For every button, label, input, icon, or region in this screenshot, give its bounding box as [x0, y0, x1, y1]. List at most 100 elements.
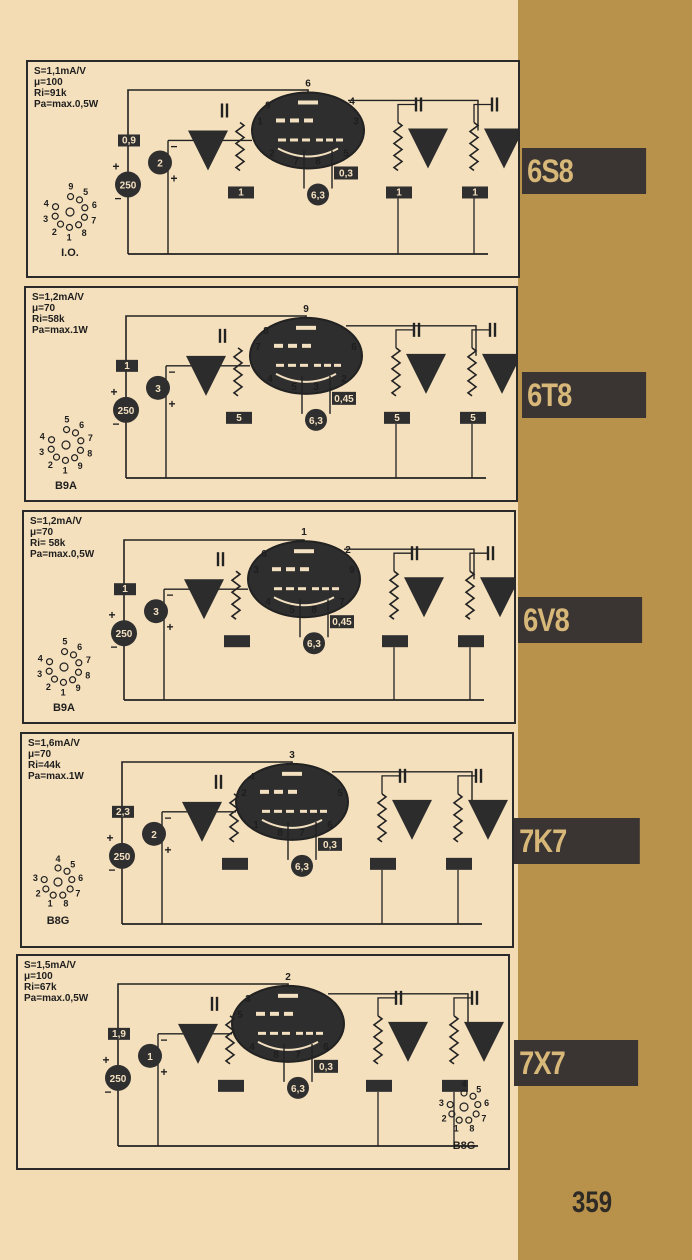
socket-pin-label: 3: [33, 873, 38, 883]
tube-pin-number: 9: [265, 100, 271, 111]
heater-voltage-label: 6,3: [295, 862, 309, 873]
socket-pin-label: 6: [92, 200, 97, 210]
socket-pin-label: 5: [62, 637, 67, 647]
tube-pin-number: 6: [323, 1042, 329, 1053]
heater-voltage-label: 6,3: [307, 639, 321, 650]
heater-voltage: 6,3: [303, 632, 325, 655]
minus-sign: −: [166, 588, 173, 602]
tube-type-label: 7X7: [514, 1040, 639, 1086]
socket-pin-label: 2: [48, 460, 53, 470]
plate-voltage-source: 250: [105, 1064, 131, 1091]
socket-pin: [448, 1110, 456, 1118]
tube-pin-number: 1: [301, 527, 307, 538]
load-resistor: [448, 1015, 460, 1065]
heater-current-box: 0,3: [334, 166, 358, 180]
socket-pin: [61, 456, 70, 464]
socket-pin: [80, 213, 89, 221]
tube-pin-number: 8: [263, 326, 269, 337]
tube-pin-number: 2: [241, 788, 247, 799]
socket-pin: [68, 676, 77, 684]
grid-resistor-box: 1,9: [108, 1027, 130, 1040]
heater-current-box-label: 0,45: [332, 617, 352, 628]
load-resistor: [464, 570, 476, 620]
bias-voltage-source: 1: [138, 1043, 162, 1068]
coupling-capacitor: [218, 328, 227, 343]
grid-resistor-box: 0,9: [118, 134, 140, 147]
socket-pin: [51, 212, 59, 220]
wiring: [121, 761, 482, 925]
plate-voltage-source-label: 250: [118, 406, 135, 417]
load-box: [446, 857, 472, 870]
socket-pin-label: 6: [484, 1098, 489, 1108]
tube-pin-number: 4: [249, 772, 255, 783]
plus-sign: +: [160, 1065, 167, 1079]
load-resistor: [372, 1015, 384, 1065]
socket-pin: [71, 429, 80, 437]
socket-pin: [65, 223, 74, 231]
socket-pin-label: 4: [40, 431, 45, 441]
tube-pin-number: 4: [265, 597, 271, 608]
plus-sign: +: [108, 608, 115, 622]
socket-pin: [49, 891, 57, 899]
minus-sign: −: [168, 365, 175, 379]
socket-pin-label: 1: [61, 687, 66, 697]
minus-sign: −: [114, 191, 121, 205]
minus-sign: −: [170, 139, 177, 153]
load-resistor: [466, 347, 478, 397]
heater-current-box: 0,45: [330, 615, 354, 629]
coupling-capacitor: [488, 322, 497, 337]
spec-line: S=1,6mA/V: [28, 738, 80, 749]
load-box-label: 1: [238, 187, 244, 198]
spec-line: Pa=max.1W: [32, 325, 88, 336]
socket-pin: [62, 426, 71, 434]
socket-pin-label: 1: [454, 1124, 459, 1134]
socket-pin: [474, 1100, 482, 1109]
spec-line: Pa=max.0,5W: [34, 99, 99, 110]
amplifier-symbol: [484, 128, 518, 169]
tube-type-label: 7K7: [514, 818, 640, 864]
socket-pin-label: 2: [442, 1113, 447, 1123]
socket-pin: [446, 1100, 454, 1109]
plate-voltage-source-label: 250: [116, 629, 133, 640]
tube-pin-number: 5: [291, 382, 297, 393]
socket-pin: [75, 196, 84, 204]
heater-voltage-label: 6,3: [291, 1084, 305, 1095]
load-box: 1: [228, 186, 254, 199]
socket-pin: [56, 220, 65, 228]
load-box: [366, 1079, 392, 1092]
heater-voltage: 6,3: [307, 183, 329, 206]
load-box: [218, 1079, 244, 1092]
tube-pin-number: 4: [249, 1042, 255, 1053]
spec-line: Ri=67k: [24, 982, 57, 993]
tube-pin-number: 3: [353, 116, 359, 127]
socket-pin-label: 9: [76, 683, 81, 693]
plate-voltage-source: 250: [113, 396, 139, 423]
minus-sign: −: [110, 640, 117, 654]
socket-pin-label: 4: [44, 198, 49, 208]
tube-type-label: 6S8: [522, 148, 647, 194]
spec-line: Ri= 58k: [30, 538, 66, 549]
grid-resistor-box: 1: [116, 359, 138, 372]
socket-pin-label: 8: [87, 449, 92, 459]
plus-sign: +: [110, 385, 117, 399]
spec-line: μ=100: [34, 77, 63, 88]
load-box: 5: [460, 411, 486, 424]
spec-line: Pa=max.0,5W: [24, 993, 89, 1004]
plus-sign: +: [112, 159, 119, 173]
coupling-capacitor: [474, 768, 483, 783]
socket-pin: [74, 668, 83, 676]
bias-voltage-source-label: 2: [151, 830, 157, 841]
coupling-capacitor: [414, 97, 423, 112]
socket-key: [65, 207, 75, 217]
load-resistor: [392, 121, 404, 172]
coupling-capacitor: [216, 552, 225, 567]
tube-pin-number: 5: [337, 788, 343, 799]
amplifier-symbol: [404, 577, 444, 618]
plus-sign: +: [106, 831, 113, 845]
minus-sign: −: [160, 1033, 167, 1047]
socket-pin: [70, 454, 79, 462]
